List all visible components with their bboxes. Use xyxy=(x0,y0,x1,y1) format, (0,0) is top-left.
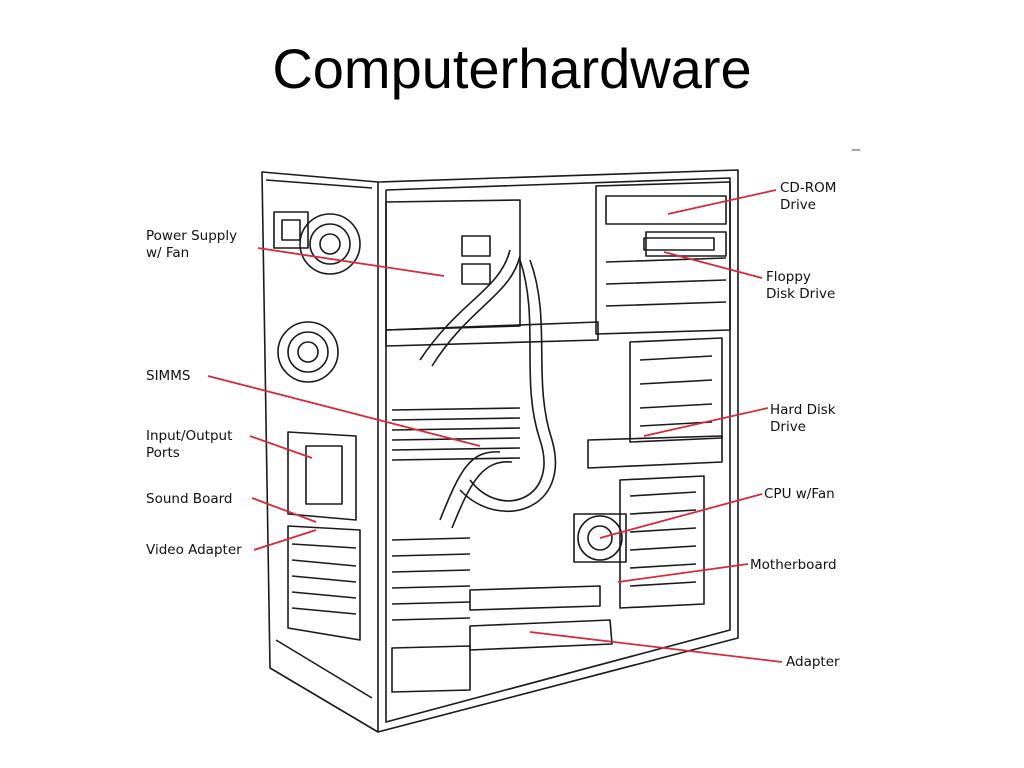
psu-fan-grill xyxy=(299,213,361,275)
case-fan-grill xyxy=(277,321,339,383)
adapter-card xyxy=(469,619,613,651)
label-adapter: Adapter xyxy=(786,654,840,670)
label-motherboard: Motherboard xyxy=(750,557,837,573)
label-sound-board: Sound Board xyxy=(146,491,233,507)
cpu-fan xyxy=(577,515,623,561)
floppy-drive xyxy=(643,237,715,251)
case-back-panel xyxy=(261,171,379,733)
power-socket xyxy=(273,211,309,249)
power-supply-unit xyxy=(385,199,521,331)
simms xyxy=(391,407,521,461)
cd-rom-drive xyxy=(605,195,727,225)
slot-covers xyxy=(287,525,361,641)
slide-title: Computerhardware xyxy=(272,37,752,100)
motherboard-slots xyxy=(391,537,471,621)
leader-lines xyxy=(207,189,783,663)
label-simms: SIMMS xyxy=(146,368,191,384)
io-panel xyxy=(287,431,357,521)
drive-bay-frame xyxy=(595,181,731,335)
label-cpu: CPU w/Fan xyxy=(764,486,835,502)
ribbon-cable xyxy=(469,259,545,502)
label-video-adapter: Video Adapter xyxy=(146,542,242,558)
case-side-frame xyxy=(377,169,739,733)
